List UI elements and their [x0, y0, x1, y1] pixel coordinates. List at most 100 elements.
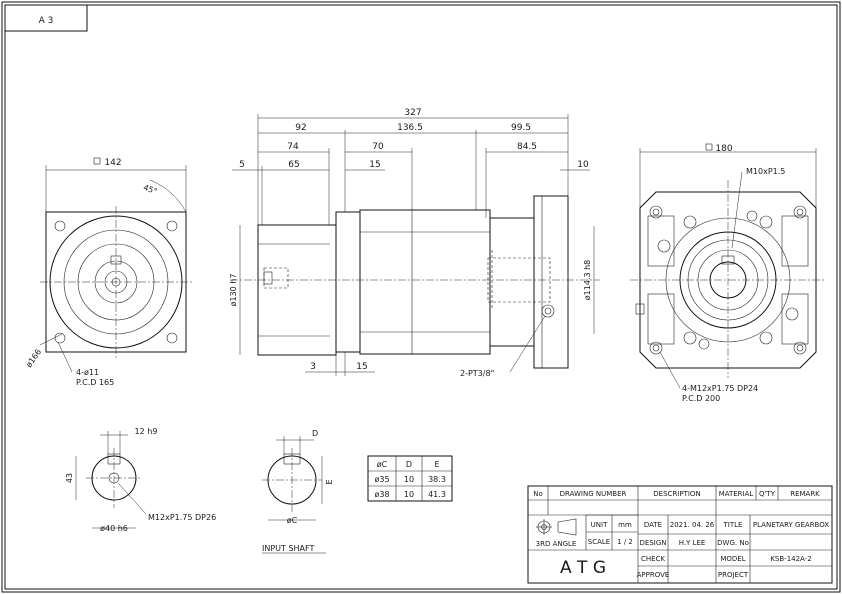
- table-cell: ø35: [374, 475, 389, 484]
- d15-bot-label: 15: [356, 362, 367, 372]
- input-shaft-title: INPUT SHAFT: [262, 544, 314, 553]
- rear-port: [635, 303, 645, 315]
- approve-label: APPROVE: [637, 571, 670, 579]
- tb-header: REMARK: [790, 490, 820, 498]
- height-label: 43: [65, 473, 74, 483]
- rear-tapped-hole: [746, 210, 758, 222]
- table-header: øC: [377, 460, 388, 469]
- square-symbol-icon: [93, 157, 101, 165]
- rear-pcd-label: P.C.D 200: [682, 394, 720, 403]
- unit-label: UNIT: [591, 521, 608, 529]
- leader-line: [509, 315, 546, 373]
- square-symbol-icon: [705, 143, 713, 151]
- sheet-size-label: A 3: [39, 16, 54, 26]
- table-cell: 10: [404, 490, 414, 499]
- rear-bolt-hole-inner: [796, 344, 804, 352]
- tb-header: DRAWING NUMBER: [560, 490, 627, 498]
- output-flange: [533, 195, 569, 369]
- d15-top-label: 15: [369, 160, 380, 170]
- rear-tapped-hole: [759, 331, 773, 345]
- rear-bolt-hole-inner: [652, 208, 660, 216]
- tb-header: DESCRIPTION: [653, 490, 700, 498]
- rear-bolt-hole: [649, 341, 663, 355]
- front-hub-circle: [94, 260, 138, 304]
- d5-label: 5: [239, 160, 245, 170]
- check-label: CHECK: [641, 555, 665, 563]
- front-view: 142 45° ø166 4-ø11 P.C.D 165: [24, 157, 192, 387]
- design-label: DESIGN: [640, 539, 667, 547]
- tb-header: Q'TY: [759, 490, 776, 498]
- project-label: PROJECT: [718, 571, 749, 579]
- dwg-label: DWG. No: [717, 539, 749, 547]
- port-inner: [544, 307, 552, 315]
- leader-line: [659, 351, 681, 389]
- rear-flange: [639, 191, 817, 369]
- rear-square-label: 180: [715, 144, 732, 154]
- size-box: [4, 4, 88, 32]
- scale-value: 1 / 2: [617, 538, 633, 546]
- seg-right-label: 99.5: [511, 123, 531, 133]
- input-e-label: E: [325, 479, 334, 484]
- title-block: No DRAWING NUMBER DESCRIPTION MATERIAL Q…: [527, 485, 833, 584]
- front-bolt-hole: [54, 220, 66, 232]
- input-adapter: [257, 224, 337, 356]
- d70-label: 70: [372, 142, 384, 152]
- title-block-frame: [527, 485, 833, 584]
- key-label: 12 h9: [135, 427, 158, 436]
- port-circle: [541, 304, 555, 318]
- rear-bolt-hole-inner: [652, 344, 660, 352]
- gearbox-body: [359, 209, 491, 355]
- input-d-label: D: [312, 429, 318, 438]
- leader-line: [57, 341, 73, 373]
- unit-value: mm: [618, 521, 632, 529]
- input-shaft-detail: D E øC INPUT SHAFT: [262, 429, 334, 554]
- output-flange-inner: [541, 195, 569, 369]
- front-bolt-hole: [54, 332, 66, 344]
- output-shaft-detail: 12 h9 43 ø40 h6 M12xP1.75 DP26: [65, 427, 216, 533]
- d84-5-label: 84.5: [517, 142, 537, 152]
- leader-line: [117, 482, 147, 515]
- rear-bolt-hole: [649, 205, 663, 219]
- inner-border: [4, 4, 838, 590]
- table-cell: 38.3: [428, 475, 446, 484]
- pilot-in-label: ø130 h7: [229, 274, 238, 307]
- d65-label: 65: [288, 160, 299, 170]
- design-value: H.Y LEE: [679, 539, 706, 547]
- date-label: DATE: [644, 521, 662, 529]
- input-c-label: øC: [287, 516, 298, 525]
- output-section: [489, 217, 535, 347]
- d74-label: 74: [287, 142, 299, 152]
- rear-tapped-hole: [683, 331, 697, 345]
- table-header: E: [434, 460, 439, 469]
- rear-bolt-hole-inner: [796, 208, 804, 216]
- shaft-tap-label: M12xP1.75 DP26: [148, 513, 216, 522]
- tb-header: No: [533, 490, 543, 498]
- company-logo: A T G: [560, 558, 606, 578]
- table-cell: 10: [404, 475, 414, 484]
- rear-bolts-label: 4-M12xP1.75 DP24: [682, 384, 758, 393]
- leader-line: [39, 333, 63, 346]
- body-ring: [335, 211, 361, 353]
- rear-rib: [647, 215, 675, 267]
- tb-header: MATERIAL: [719, 490, 754, 498]
- rear-rib: [781, 293, 809, 345]
- input-bore-hidden: [263, 267, 289, 289]
- third-angle-projection-icon: [536, 518, 577, 536]
- table-frame: [367, 455, 453, 502]
- angle-label: 3RD ANGLE: [536, 540, 577, 548]
- title-value: PLANETARY GEARBOX: [753, 521, 829, 529]
- date-value: 2021. 04. 26: [670, 521, 715, 529]
- model-value: KSB-142A-2: [770, 555, 811, 563]
- seg-mid-label: 136.5: [397, 123, 423, 133]
- rear-tapped-hole: [657, 239, 671, 253]
- leader-line: [731, 171, 743, 249]
- angle-arc: [149, 179, 187, 213]
- rear-rib: [781, 215, 809, 267]
- rear-bolt-hole: [793, 341, 807, 355]
- d10-label: 10: [577, 160, 589, 170]
- front-bolt-holes-label: 4-ø11: [76, 368, 99, 377]
- front-angle-label: 45°: [142, 183, 158, 196]
